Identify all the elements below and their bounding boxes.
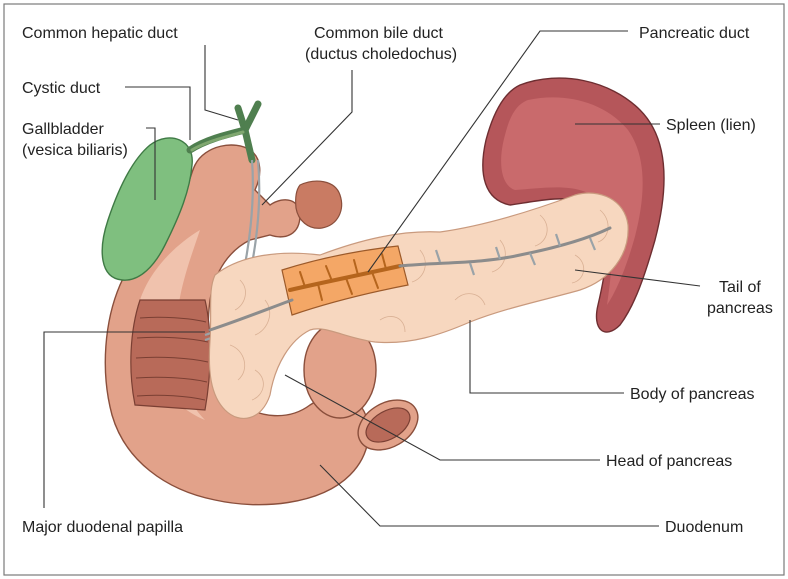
label-common-bile-duct: Common bile duct <box>314 25 444 42</box>
label-pancreatic-duct: Pancreatic duct <box>639 25 750 42</box>
label-duodenum: Duodenum <box>665 519 743 536</box>
leader-body <box>470 320 624 393</box>
label-common-hepatic-duct: Common hepatic duct <box>22 25 178 42</box>
leader-duodenum <box>320 465 659 526</box>
label-major-duodenal-papilla: Major duodenal papilla <box>22 519 183 536</box>
label-gallbladder-latin: (vesica biliaris) <box>22 142 128 159</box>
label-gallbladder: Gallbladder <box>22 121 105 138</box>
label-tail-of: Tail of <box>719 279 761 296</box>
label-spleen: Spleen (lien) <box>666 117 756 134</box>
label-head-of-pancreas: Head of pancreas <box>606 453 732 470</box>
leader-common-hepatic-duct <box>205 45 238 120</box>
label-body-of-pancreas: Body of pancreas <box>630 386 755 403</box>
label-common-bile-duct-latin: (ductus choledochus) <box>305 46 457 63</box>
leader-cystic-duct <box>125 87 190 140</box>
label-cystic-duct: Cystic duct <box>22 80 101 97</box>
label-tail-pancreas: pancreas <box>707 300 773 317</box>
